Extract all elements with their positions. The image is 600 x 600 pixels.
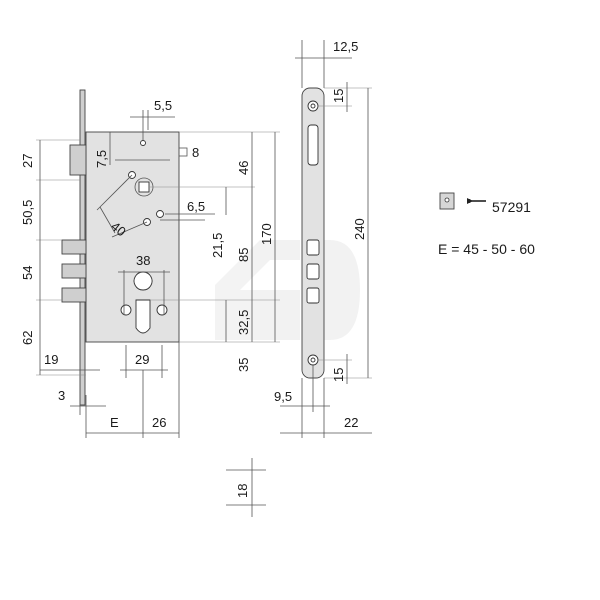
dim-9-5-label: 9,5 bbox=[274, 389, 292, 404]
dim-6-5-label: 6,5 bbox=[187, 199, 205, 214]
dim-27-label: 27 bbox=[20, 154, 35, 168]
dim-3-label: 3 bbox=[58, 388, 65, 403]
dim-50-5-label: 50,5 bbox=[20, 200, 35, 225]
dim-85-label: 85 bbox=[236, 248, 251, 262]
dim-21-5-label: 21,5 bbox=[210, 233, 225, 258]
dim-54-label: 54 bbox=[20, 266, 35, 280]
dead-bolts bbox=[61, 239, 87, 303]
dim-12-5-label: 12,5 bbox=[333, 39, 358, 54]
dim-46-label: 46 bbox=[236, 161, 251, 175]
dim-19-label: 19 bbox=[44, 352, 58, 367]
dim-35-label: 35 bbox=[236, 358, 251, 372]
dim-240-label: 240 bbox=[352, 218, 367, 240]
square-follower-icon bbox=[178, 147, 188, 157]
dim-15-bottom-label: 15 bbox=[331, 368, 346, 382]
dim-15-top-label: 15 bbox=[331, 89, 346, 103]
dim-5-5-label: 5,5 bbox=[154, 98, 172, 113]
backset-options: E = 45 - 50 - 60 bbox=[438, 241, 535, 257]
dim-29-label: 29 bbox=[135, 352, 149, 367]
product-code: 57291 bbox=[492, 199, 531, 215]
dim-18-label: 18 bbox=[235, 484, 250, 498]
dim-38-label: 38 bbox=[136, 253, 150, 268]
dim-e-label: E bbox=[110, 415, 119, 430]
striker-plate-icon bbox=[439, 192, 455, 210]
dim-8-label: 8 bbox=[192, 145, 199, 160]
faceplate-front bbox=[301, 87, 325, 379]
dim-62-label: 62 bbox=[20, 331, 35, 345]
dim-7-5-label: 7,5 bbox=[94, 150, 109, 168]
latch-bolt bbox=[69, 144, 87, 176]
key-icon bbox=[467, 198, 486, 204]
dim-diagonal-40 bbox=[96, 174, 148, 238]
dim-32-5-label: 32,5 bbox=[236, 310, 251, 335]
dim-26-label: 26 bbox=[152, 415, 166, 430]
dim-170-label: 170 bbox=[259, 223, 274, 245]
dim-22-label: 22 bbox=[344, 415, 358, 430]
